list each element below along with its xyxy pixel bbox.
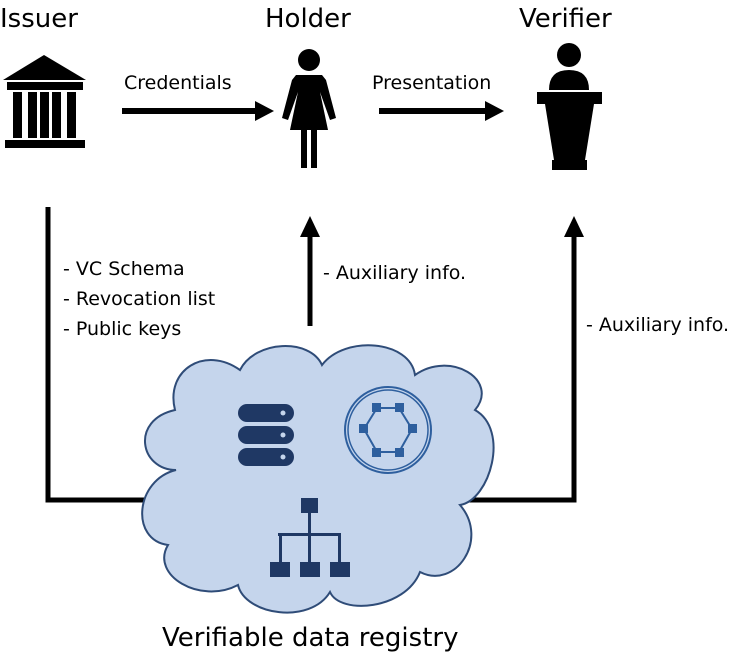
speaker-at-podium-icon bbox=[537, 43, 602, 170]
registry-to-verifier-arrow bbox=[457, 236, 577, 503]
person-icon bbox=[282, 49, 336, 168]
bank-building-icon bbox=[3, 55, 86, 148]
presentation-label: Presentation bbox=[372, 72, 491, 94]
registry-label: Verifiable data registry bbox=[162, 623, 458, 653]
verifier-title: Verifier bbox=[519, 4, 612, 34]
holder-title: Holder bbox=[265, 4, 351, 34]
registry-cloud bbox=[141, 344, 495, 614]
holder-auxiliary-info-label: - Auxiliary info. bbox=[323, 262, 466, 284]
blockchain-network-icon bbox=[344, 386, 432, 474]
verifier-auxiliary-info-label: - Auxiliary info. bbox=[586, 314, 729, 336]
issuer-output-revocation-list: - Revocation list bbox=[63, 288, 215, 310]
issuer-output-vc-schema: - VC Schema bbox=[63, 258, 185, 280]
issuer-output-public-keys: - Public keys bbox=[63, 318, 181, 340]
database-icon bbox=[238, 404, 294, 466]
issuer-to-registry-arrow bbox=[45, 207, 156, 503]
hierarchy-tree-icon bbox=[270, 498, 350, 577]
credentials-label: Credentials bbox=[124, 72, 232, 94]
issuer-title: Issuer bbox=[0, 4, 78, 34]
